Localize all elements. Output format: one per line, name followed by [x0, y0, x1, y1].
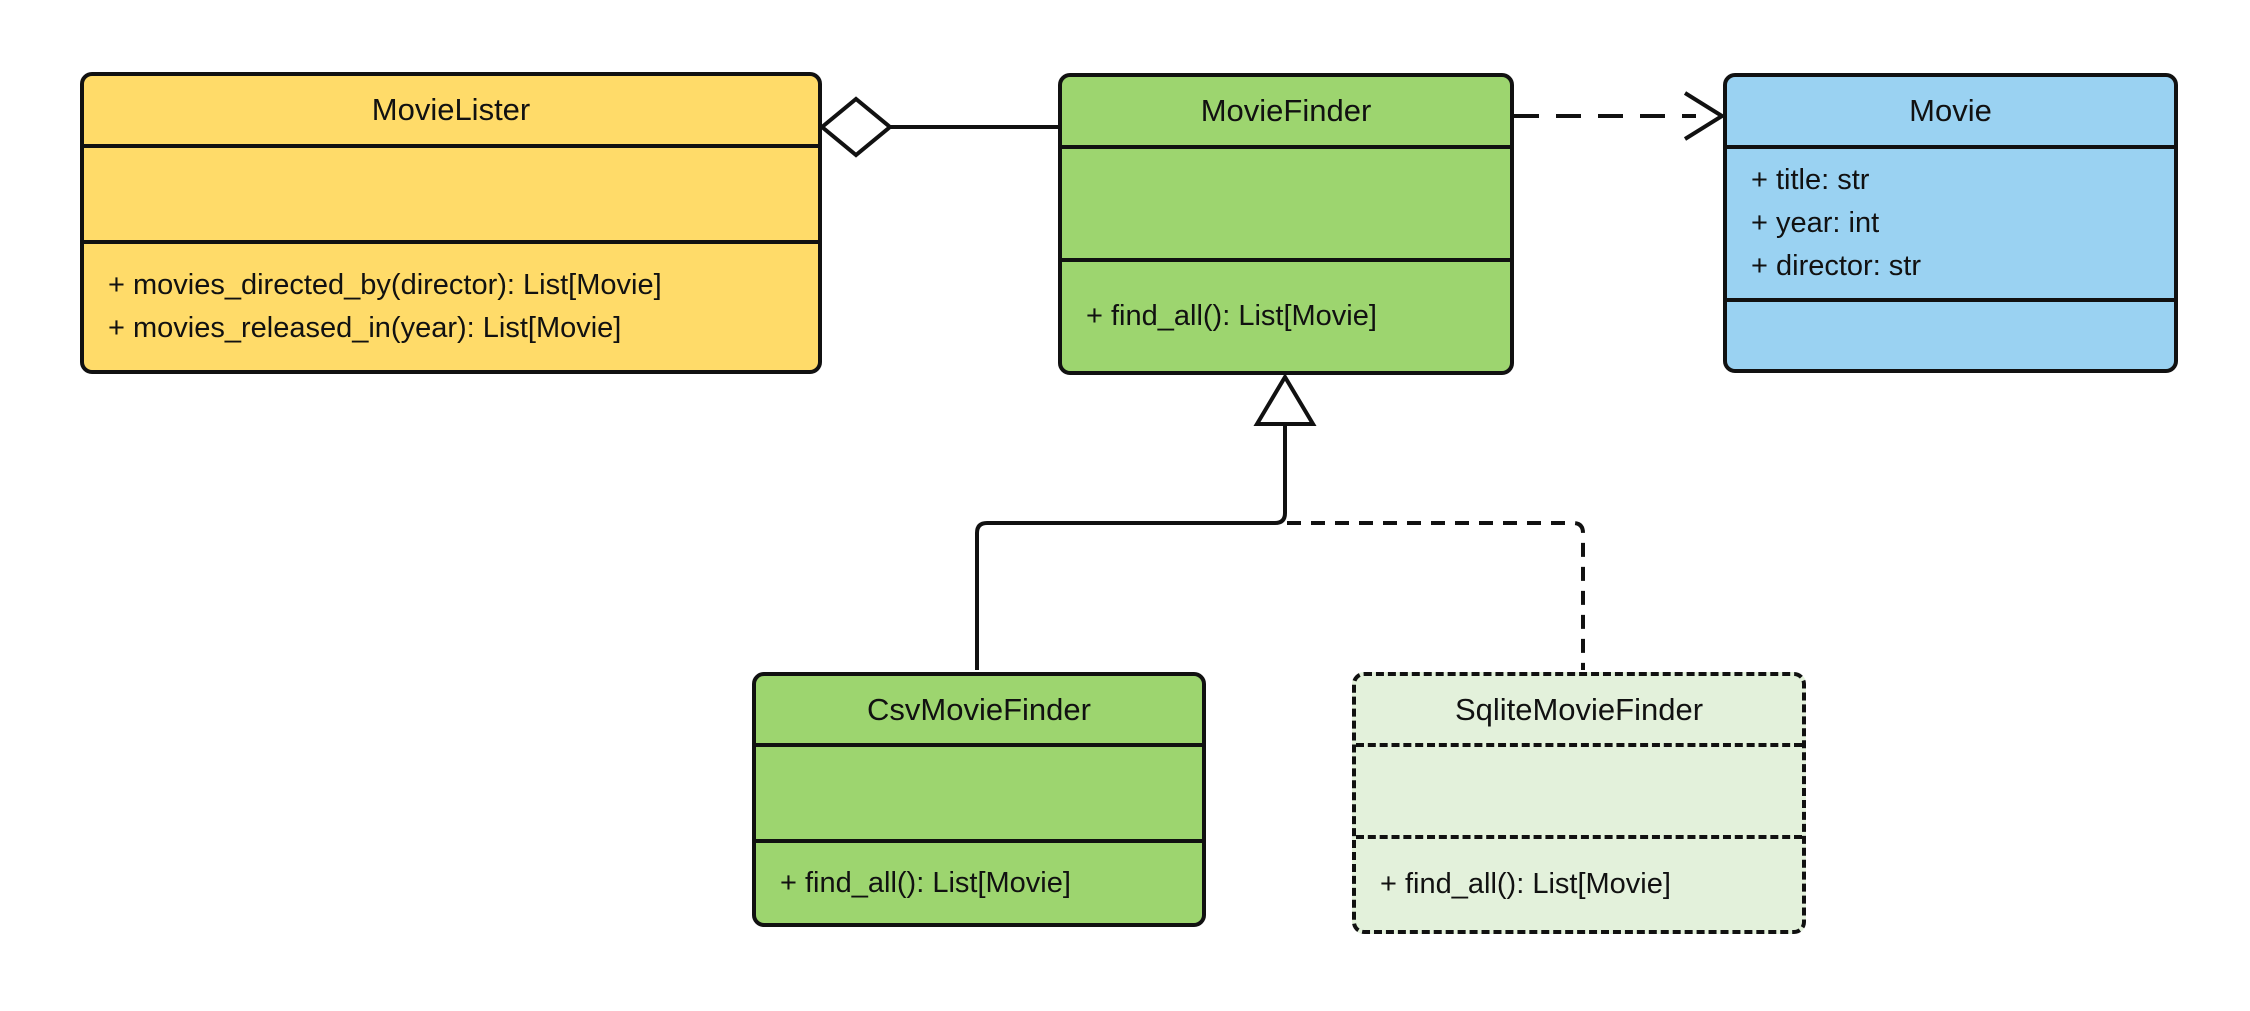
class-csvmoviefinder-methods-section: + find_all(): List[Movie]: [756, 839, 1202, 923]
class-movie: Movie + title: str + year: int + directo…: [1723, 73, 2178, 373]
class-sqlitemoviefinder-name: SqliteMovieFinder: [1454, 691, 1704, 727]
class-sqlitemoviefinder-methods-section: + find_all(): List[Movie]: [1356, 835, 1802, 930]
method-label: + movies_released_in(year): List[Movie]: [108, 312, 622, 344]
aggregation-connector: [818, 96, 1058, 158]
method-label: + movies_directed_by(director): List[Mov…: [108, 269, 662, 301]
class-csvmoviefinder: CsvMovieFinder + find_all(): List[Movie]: [752, 672, 1206, 927]
class-sqlitemoviefinder-attributes-section: [1356, 743, 1802, 835]
attribute-label: + title: str: [1751, 164, 1870, 196]
class-csvmoviefinder-attributes-section: [756, 743, 1202, 839]
dependency-arrowhead-icon: [1683, 91, 1726, 141]
method-label: + find_all(): List[Movie]: [1086, 300, 1377, 332]
class-moviefinder-attributes-section: [1062, 145, 1510, 258]
method-label: + find_all(): List[Movie]: [780, 866, 1071, 899]
class-movie-methods-section: [1727, 298, 2174, 369]
inheritance-line-sqlite-dashed: [1287, 521, 1585, 670]
class-movie-name: Movie: [1909, 93, 1992, 128]
class-movielister-methods-section: + movies_directed_by(director): List[Mov…: [84, 240, 818, 370]
method-label: + find_all(): List[Movie]: [1380, 868, 1671, 900]
class-movielister-name: MovieLister: [371, 92, 531, 127]
class-moviefinder-methods-section: + find_all(): List[Movie]: [1062, 258, 1510, 371]
class-moviefinder: MovieFinder + find_all(): List[Movie]: [1058, 73, 1514, 375]
attribute-label: + year: int: [1751, 207, 1880, 239]
class-movielister: MovieLister + movies_directed_by(directo…: [80, 72, 822, 374]
dependency-connector: [1514, 91, 1726, 141]
inheritance-line-csv: [975, 424, 1287, 670]
class-movie-attributes-section: + title: str + year: int + director: str: [1727, 145, 2174, 298]
aggregation-diamond-icon: [818, 96, 894, 158]
inheritance-connector: [975, 373, 1585, 670]
class-moviefinder-name: MovieFinder: [1200, 93, 1372, 128]
class-movielister-attributes-section: [84, 144, 818, 240]
class-csvmoviefinder-name: CsvMovieFinder: [867, 691, 1091, 727]
attribute-label: + director: str: [1751, 250, 1922, 282]
class-sqlitemoviefinder: SqliteMovieFinder + find_all(): List[Mov…: [1352, 672, 1806, 934]
inheritance-triangle-icon: [1253, 373, 1317, 426]
